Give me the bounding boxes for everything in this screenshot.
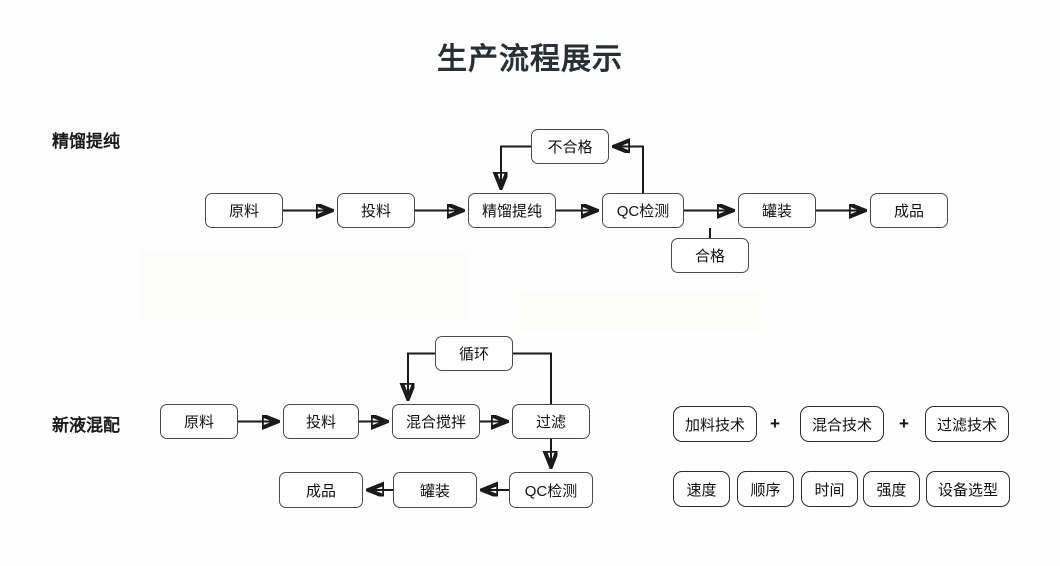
node-recycle[interactable]: 循环	[435, 336, 513, 371]
node-feeding-1[interactable]: 投料	[337, 193, 415, 228]
node-qc-inspection-2[interactable]: QC检测	[509, 472, 593, 508]
tag-mixing-technology[interactable]: 混合技术	[800, 406, 884, 442]
tag-time[interactable]: 时间	[801, 471, 858, 507]
tag-separator-plus-2: +	[899, 414, 909, 433]
node-filling-2[interactable]: 罐装	[393, 472, 477, 508]
node-finished-product-2[interactable]: 成品	[279, 472, 363, 508]
node-distillation-purification[interactable]: 精馏提纯	[468, 193, 556, 228]
node-feeding-2[interactable]: 投料	[283, 404, 359, 439]
tag-feeding-technology[interactable]: 加料技术	[673, 406, 757, 442]
page-title: 生产流程展示	[437, 43, 623, 76]
node-fail[interactable]: 不合格	[531, 129, 609, 164]
arrow-qc-to-fail	[615, 147, 644, 193]
node-raw-material-2[interactable]: 原料	[160, 404, 238, 439]
tag-intensity[interactable]: 强度	[863, 471, 920, 507]
node-mixing-stirring[interactable]: 混合搅拌	[392, 404, 480, 439]
arrow-recycle-to-mixing	[408, 352, 435, 399]
tag-filtration-technology[interactable]: 过滤技术	[925, 406, 1009, 442]
node-filling-1[interactable]: 罐装	[738, 193, 816, 228]
node-pass[interactable]: 合格	[671, 238, 749, 273]
arrow-fail-to-distillation	[501, 145, 531, 188]
tag-separator-plus-1: +	[770, 414, 780, 433]
node-finished-product-1[interactable]: 成品	[870, 193, 948, 228]
tag-equipment-selection[interactable]: 设备选型	[926, 471, 1010, 507]
watermark-smudge	[520, 290, 760, 330]
node-raw-material-1[interactable]: 原料	[205, 193, 283, 228]
line-recycle-to-filtration	[513, 352, 552, 404]
tag-sequence[interactable]: 顺序	[737, 471, 794, 507]
node-qc-inspection-1[interactable]: QC检测	[602, 193, 684, 228]
watermark-smudge	[140, 250, 470, 320]
section-label-blending: 新液混配	[52, 416, 120, 435]
tag-speed[interactable]: 速度	[673, 471, 730, 507]
section-label-distillation: 精馏提纯	[52, 132, 120, 151]
node-filtration[interactable]: 过滤	[512, 404, 590, 439]
